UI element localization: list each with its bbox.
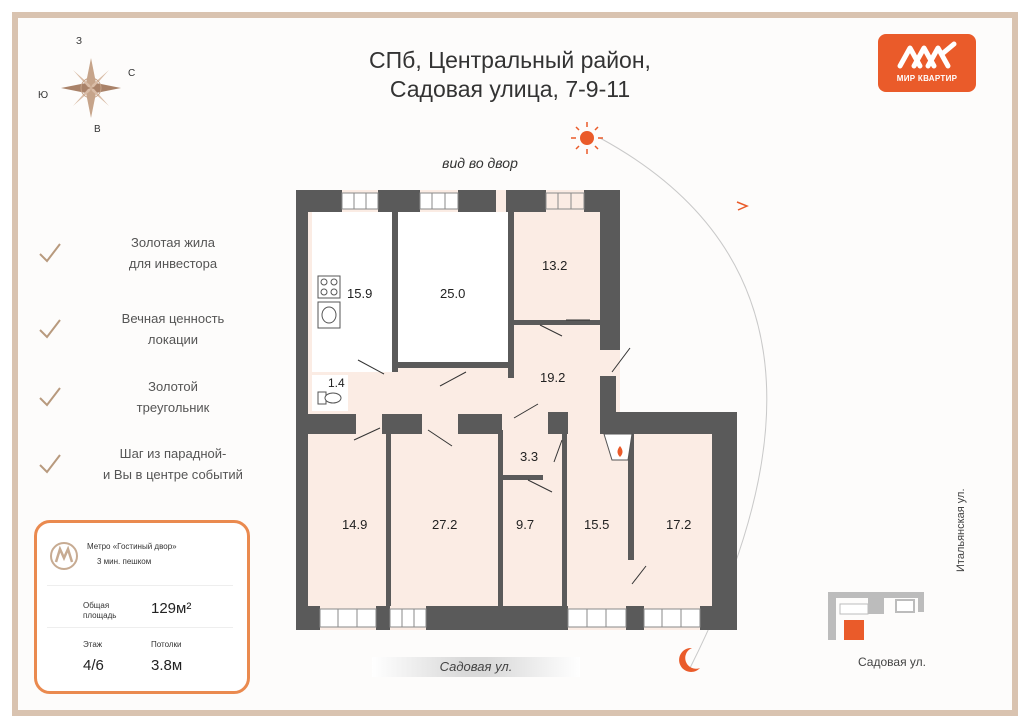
compass-star-icon bbox=[61, 58, 121, 118]
metro-name: Метро «Гостиный двор» bbox=[87, 542, 177, 551]
room-area-label: 19.2 bbox=[540, 370, 566, 385]
room-area-label: 25.0 bbox=[440, 286, 466, 301]
brand-logo: МИР КВАРТИР bbox=[878, 34, 976, 92]
feature-text: Золотая жила для инвестора bbox=[88, 232, 258, 274]
area-label-line: Общая bbox=[83, 601, 110, 610]
compass-east-label: С bbox=[128, 68, 136, 79]
room-area-label: 27.2 bbox=[432, 517, 458, 532]
compass-west-label: Ю bbox=[38, 90, 49, 101]
feature-text: Золотой треугольник bbox=[88, 376, 258, 418]
logo-text: МИР КВАРТИР bbox=[896, 74, 958, 83]
room-area-label: 3.3 bbox=[520, 449, 539, 464]
compass-north-label: З bbox=[76, 36, 83, 47]
feature-line: Золотой bbox=[148, 379, 198, 394]
area-label-line: площадь bbox=[83, 611, 117, 620]
checkmark-icon bbox=[39, 387, 61, 407]
title-line-1: СПб, Центральный район, bbox=[369, 47, 651, 73]
feature-line: треугольник bbox=[136, 400, 210, 415]
room-area-label: 14.9 bbox=[342, 517, 368, 532]
compass-south-label: В bbox=[94, 124, 101, 135]
floor-label: Этаж bbox=[83, 640, 103, 649]
feature-line: для инвестора bbox=[128, 256, 218, 271]
checkmark-icon bbox=[39, 243, 61, 263]
feature-text: Вечная ценность локации bbox=[88, 308, 258, 350]
feature-text: Шаг из парадной-и Вы в центре событий bbox=[88, 443, 258, 485]
area-value: 129м² bbox=[151, 600, 192, 617]
room-area-label: 13.2 bbox=[542, 258, 568, 273]
metro-icon bbox=[50, 542, 78, 570]
title-line-2: Садовая улица, 7-9-11 bbox=[389, 76, 631, 102]
divider bbox=[47, 627, 233, 628]
feature-line: Шаг из парадной- bbox=[119, 446, 227, 461]
logo-mark-icon bbox=[897, 41, 957, 69]
room-area-label: 15.5 bbox=[584, 517, 610, 532]
apartment-location-marker bbox=[844, 620, 864, 640]
room-area-label: 9.7 bbox=[516, 517, 535, 532]
ceiling-label: Потолки bbox=[151, 640, 182, 649]
feature-line: Золотая жила bbox=[131, 235, 215, 250]
street-label: Садовая ул. bbox=[372, 657, 580, 677]
feature-line: локации bbox=[147, 332, 199, 347]
checkmark-icon bbox=[39, 454, 61, 474]
courtyard-view-label: вид во двор bbox=[442, 155, 518, 171]
feature-line: Вечная ценность bbox=[121, 311, 225, 326]
room-area-label: 1.4 bbox=[328, 376, 345, 390]
ceiling-value: 3.8м bbox=[151, 657, 183, 674]
stove-icon bbox=[317, 275, 341, 299]
info-card: Метро «Гостиный двор» 3 мин. пешком Обща… bbox=[34, 520, 250, 694]
room-area-label: 15.9 bbox=[347, 286, 373, 301]
mini-map-side-street-label: Итальянская ул. bbox=[955, 488, 967, 572]
feature-line: и Вы в центре событий bbox=[103, 467, 243, 482]
metro-time: 3 мин. пешком bbox=[97, 557, 152, 566]
checkmark-icon bbox=[39, 319, 61, 339]
floor-value: 4/6 bbox=[83, 657, 104, 674]
fireplace-icon bbox=[603, 433, 633, 461]
room-area-label: 17.2 bbox=[666, 517, 692, 532]
sink-icon bbox=[317, 301, 341, 329]
mini-map-street-label: Садовая ул. bbox=[858, 655, 926, 669]
toilet-icon bbox=[317, 391, 342, 405]
divider bbox=[47, 585, 233, 586]
page-title: СПб, Центральный район, Садовая улица, 7… bbox=[340, 46, 680, 104]
compass-rose: З С В Ю bbox=[36, 34, 146, 140]
